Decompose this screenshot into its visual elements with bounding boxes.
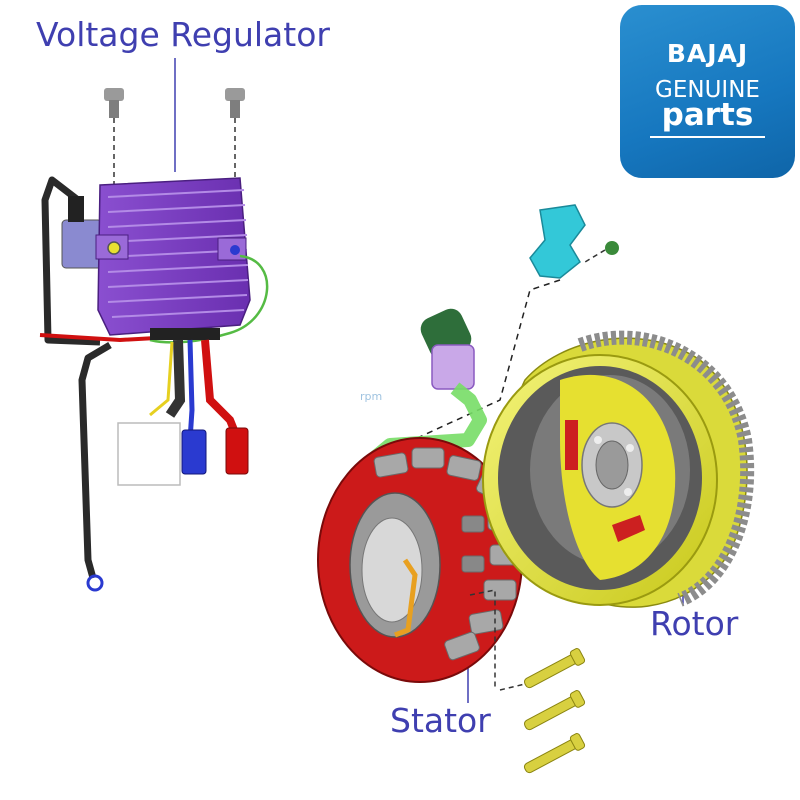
rotor	[482, 330, 755, 608]
red-connector	[225, 427, 249, 475]
ring-terminal	[86, 574, 104, 592]
regulator-screw-right	[225, 88, 245, 118]
stator-label: Stator	[390, 701, 491, 740]
logo-parts: parts	[661, 97, 754, 133]
voltage-regulator-label: Voltage Regulator	[36, 15, 330, 54]
pickup-bracket	[529, 204, 619, 279]
watermark: rpm	[360, 390, 383, 403]
logo-brand: BAJAJ	[666, 39, 749, 68]
blue-connector	[181, 429, 207, 475]
rotor-label: Rotor	[650, 604, 739, 643]
regulator-body	[97, 177, 251, 336]
bajaj-genuine-parts-logo: BAJAJ GENUINE parts	[620, 5, 795, 178]
voltage-regulator-assembly	[39, 88, 269, 592]
stator	[317, 437, 523, 690]
regulator-screw-left	[104, 88, 124, 118]
logo-genuine: GENUINE	[655, 77, 760, 103]
stator-bolts	[523, 648, 586, 774]
logo-underline	[650, 136, 765, 138]
